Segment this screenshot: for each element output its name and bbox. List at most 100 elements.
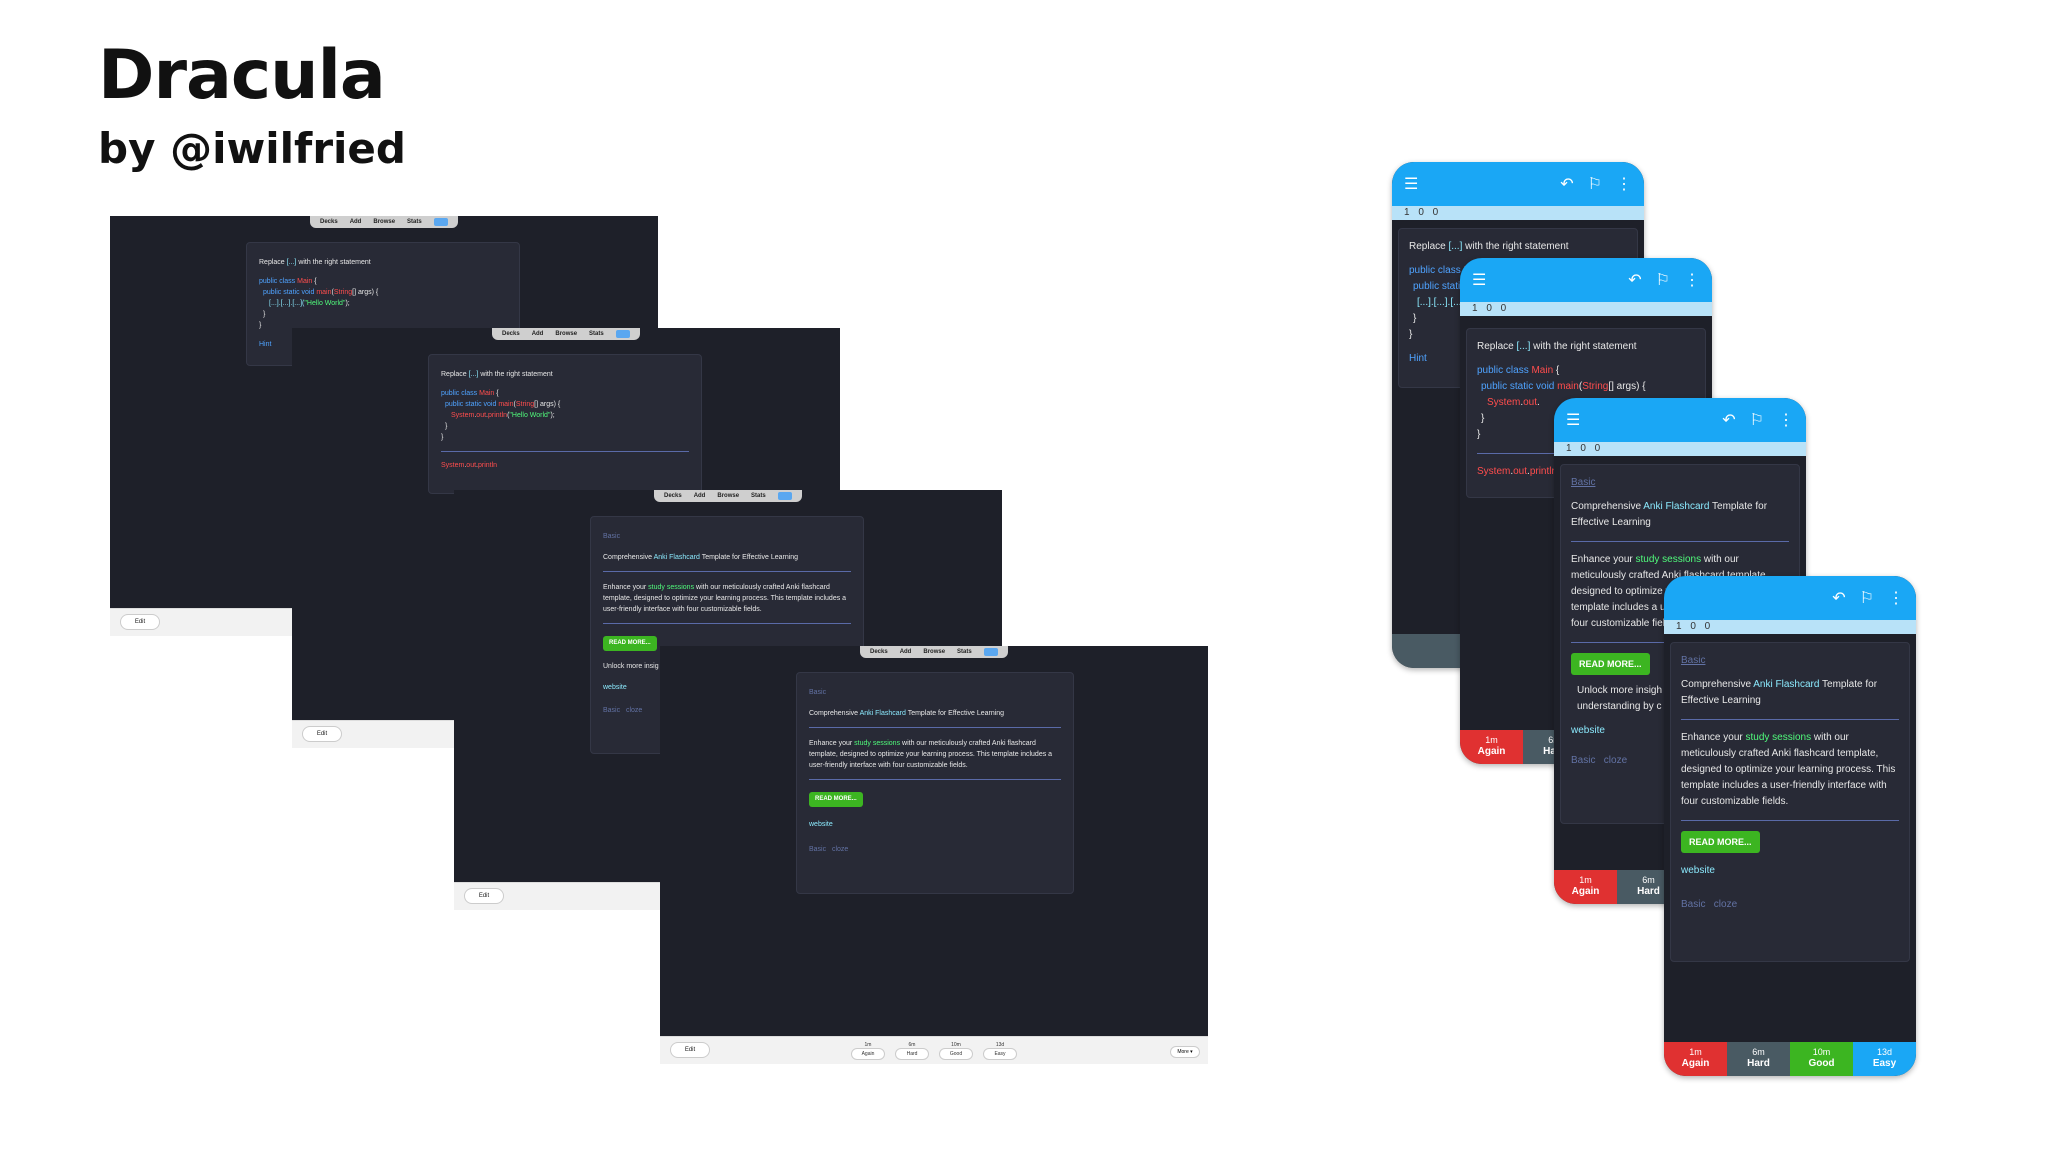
more-vert-icon[interactable]: ⋮ bbox=[1888, 590, 1904, 607]
sync-icon[interactable] bbox=[983, 648, 998, 656]
undo-icon[interactable]: ↶ bbox=[1722, 412, 1736, 429]
flag-icon[interactable]: ⚐ bbox=[1859, 590, 1874, 607]
read-more-button[interactable]: READ MORE... bbox=[1571, 653, 1650, 675]
page-subtitle: by @iwilfried bbox=[98, 124, 406, 173]
hard-button[interactable]: Hard bbox=[895, 1048, 929, 1060]
card-counts: 1 0 0 bbox=[1392, 206, 1644, 220]
card-answer: Enhance your study sessions with our met… bbox=[603, 584, 847, 613]
hint-link[interactable]: Hint bbox=[1409, 353, 1427, 364]
card-counts: 1 0 0 bbox=[1460, 302, 1712, 316]
more-vert-icon[interactable]: ⋮ bbox=[1778, 412, 1794, 429]
card-question: Comprehensive Anki Flashcard Template fo… bbox=[603, 554, 799, 561]
website-link[interactable]: website bbox=[603, 684, 627, 691]
top-nav: Decks Add Browse Stats bbox=[310, 216, 458, 228]
card-counts: 1 0 0 bbox=[1554, 442, 1806, 456]
website-link[interactable]: website bbox=[809, 821, 833, 828]
flag-icon[interactable]: ⚐ bbox=[1749, 412, 1764, 429]
nav-add[interactable]: Add bbox=[531, 331, 544, 337]
website-link[interactable]: website bbox=[1681, 865, 1715, 876]
card-tags: Basic cloze bbox=[603, 707, 643, 714]
edit-button[interactable]: Edit bbox=[302, 726, 342, 742]
desktop-window-4: Decks Add Browse Stats Basic Comprehensi… bbox=[660, 646, 1208, 1064]
unlock-text: Unlock more insig bbox=[603, 663, 659, 670]
card-prompt: Replace [...] with the right statement bbox=[441, 371, 553, 378]
nav-browse[interactable]: Browse bbox=[373, 219, 396, 225]
menu-icon[interactable]: ☰ bbox=[1472, 272, 1487, 289]
nav-browse[interactable]: Browse bbox=[555, 331, 578, 337]
read-more-button[interactable]: READ MORE... bbox=[1681, 831, 1760, 853]
basic-card: Basic Comprehensive Anki Flashcard Templ… bbox=[1670, 642, 1910, 962]
card-tag: Basic bbox=[809, 689, 827, 696]
card-counts: 1 0 0 bbox=[1664, 620, 1916, 634]
nav-stats[interactable]: Stats bbox=[751, 493, 766, 499]
top-nav: Decks Add Browse Stats bbox=[492, 328, 640, 340]
sync-icon[interactable] bbox=[777, 492, 792, 500]
card-tags: Basic cloze bbox=[809, 846, 849, 853]
toolbar: ☰ ↶ ⚐ ⋮ bbox=[1460, 258, 1712, 302]
nav-add[interactable]: Add bbox=[349, 219, 362, 225]
hint-link[interactable]: Hint bbox=[259, 341, 272, 348]
more-vert-icon[interactable]: ⋮ bbox=[1616, 176, 1632, 193]
card-prompt: Replace [...] with the right statement bbox=[259, 259, 371, 266]
nav-stats[interactable]: Stats bbox=[957, 649, 972, 655]
easy-button[interactable]: Easy bbox=[983, 1048, 1017, 1060]
nav-add[interactable]: Add bbox=[899, 649, 912, 655]
basic-card: Basic Comprehensive Anki Flashcard Templ… bbox=[796, 672, 1074, 894]
edit-button[interactable]: Edit bbox=[464, 888, 504, 904]
edit-button[interactable]: Edit bbox=[120, 614, 160, 630]
more-button[interactable]: More ▾ bbox=[1170, 1046, 1200, 1058]
website-link[interactable]: website bbox=[1571, 725, 1605, 736]
nav-decks[interactable]: Decks bbox=[502, 331, 520, 337]
nav-browse[interactable]: Browse bbox=[717, 493, 740, 499]
flag-icon[interactable]: ⚐ bbox=[1655, 272, 1670, 289]
flag-icon[interactable]: ⚐ bbox=[1587, 176, 1602, 193]
cloze-card-answer: Replace [...] with the right statement p… bbox=[428, 354, 702, 494]
sync-icon[interactable] bbox=[433, 218, 448, 226]
page-title: Dracula bbox=[98, 36, 386, 115]
nav-add[interactable]: Add bbox=[693, 493, 706, 499]
nav-decks[interactable]: Decks bbox=[320, 219, 338, 225]
sync-icon[interactable] bbox=[615, 330, 630, 338]
again-button[interactable]: Again bbox=[851, 1048, 885, 1060]
code-block: public class Main { public static void m… bbox=[259, 278, 379, 329]
phone-4: ↶ ⚐ ⋮ 1 0 0 Basic Comprehensive Anki Fla… bbox=[1664, 576, 1916, 1076]
menu-icon[interactable]: ☰ bbox=[1566, 412, 1581, 429]
undo-icon[interactable]: ↶ bbox=[1560, 176, 1574, 193]
nav-stats[interactable]: Stats bbox=[407, 219, 422, 225]
menu-icon[interactable]: ☰ bbox=[1404, 176, 1419, 193]
card-answer: Enhance your study sessions with our met… bbox=[809, 740, 1053, 769]
toolbar: ☰ ↶ ⚐ ⋮ bbox=[1392, 162, 1644, 206]
top-nav: Decks Add Browse Stats bbox=[860, 646, 1008, 658]
undo-icon[interactable]: ↶ bbox=[1628, 272, 1642, 289]
undo-icon[interactable]: ↶ bbox=[1832, 590, 1846, 607]
more-vert-icon[interactable]: ⋮ bbox=[1684, 272, 1700, 289]
card-tag: Basic bbox=[603, 533, 621, 540]
good-button[interactable]: Good bbox=[939, 1048, 973, 1060]
answer-text: System.out.println bbox=[441, 462, 498, 469]
top-nav: Decks Add Browse Stats bbox=[654, 490, 802, 502]
toolbar: ↶ ⚐ ⋮ bbox=[1664, 576, 1916, 620]
read-more-button[interactable]: READ MORE... bbox=[603, 636, 657, 651]
nav-decks[interactable]: Decks bbox=[664, 493, 682, 499]
read-more-button[interactable]: READ MORE... bbox=[809, 792, 863, 807]
code-block: public class Main { public static void m… bbox=[441, 390, 561, 441]
nav-decks[interactable]: Decks bbox=[870, 649, 888, 655]
card-question: Comprehensive Anki Flashcard Template fo… bbox=[809, 710, 1005, 717]
nav-browse[interactable]: Browse bbox=[923, 649, 946, 655]
toolbar: ☰ ↶ ⚐ ⋮ bbox=[1554, 398, 1806, 442]
nav-stats[interactable]: Stats bbox=[589, 331, 604, 337]
edit-button[interactable]: Edit bbox=[670, 1042, 710, 1058]
